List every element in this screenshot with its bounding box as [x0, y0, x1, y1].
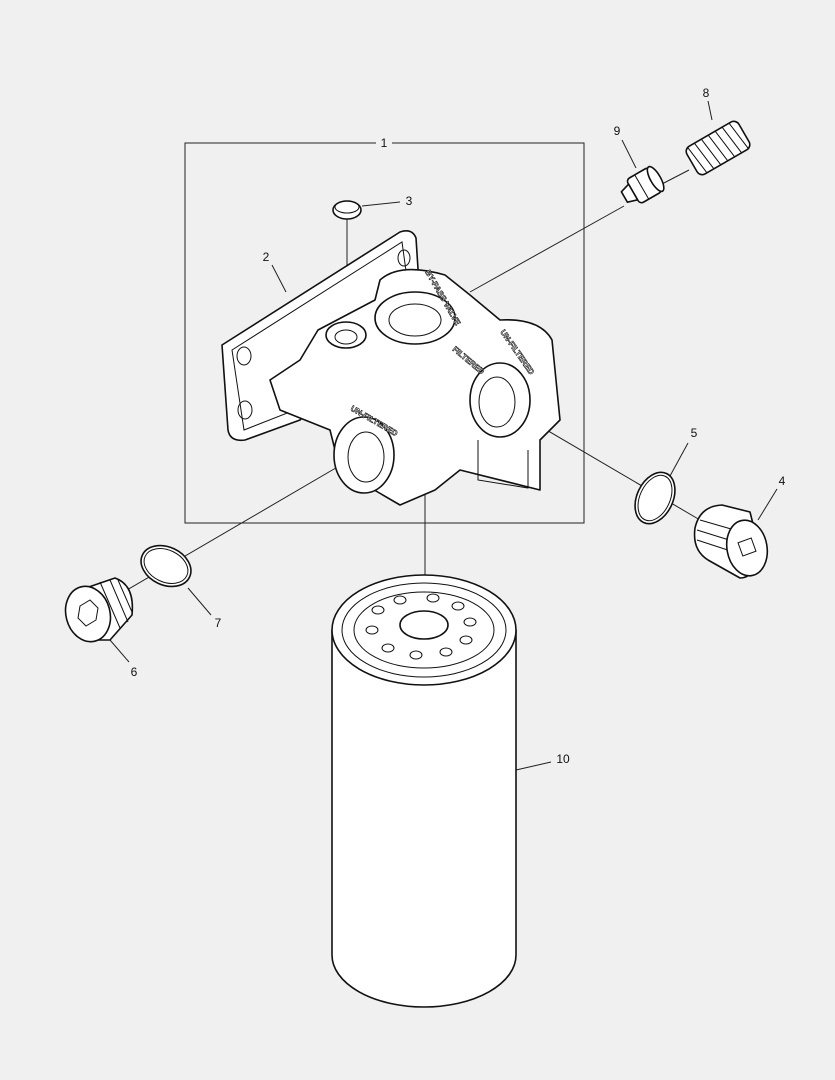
part-8-spring[interactable] [684, 119, 752, 177]
part-10-filter[interactable] [331, 574, 517, 1008]
part-7-o-ring[interactable] [134, 538, 197, 594]
callout-1: 1 [381, 136, 388, 150]
part-2-filter-head[interactable]: BY-PASS VALVE UN-FILTERED FILTERED UN-FI… [221, 230, 561, 506]
callouts: 1 2 3 4 5 6 7 8 9 10 [131, 86, 786, 766]
part-6-plug[interactable] [60, 577, 134, 647]
callout-5: 5 [691, 426, 698, 440]
callout-2: 2 [263, 250, 270, 264]
callout-7: 7 [215, 616, 222, 630]
part-5-o-ring[interactable] [627, 466, 682, 530]
callout-8: 8 [703, 86, 710, 100]
assembly-frame [184, 142, 585, 524]
callout-9: 9 [614, 124, 621, 138]
callout-10: 10 [556, 752, 570, 766]
part-9-valve[interactable] [617, 164, 667, 209]
part-4-plug[interactable] [693, 504, 772, 579]
part-3-seal[interactable] [332, 200, 362, 220]
callout-4: 4 [779, 474, 786, 488]
filter-holes [365, 593, 477, 660]
callout-3: 3 [406, 194, 413, 208]
callout-6: 6 [131, 665, 138, 679]
